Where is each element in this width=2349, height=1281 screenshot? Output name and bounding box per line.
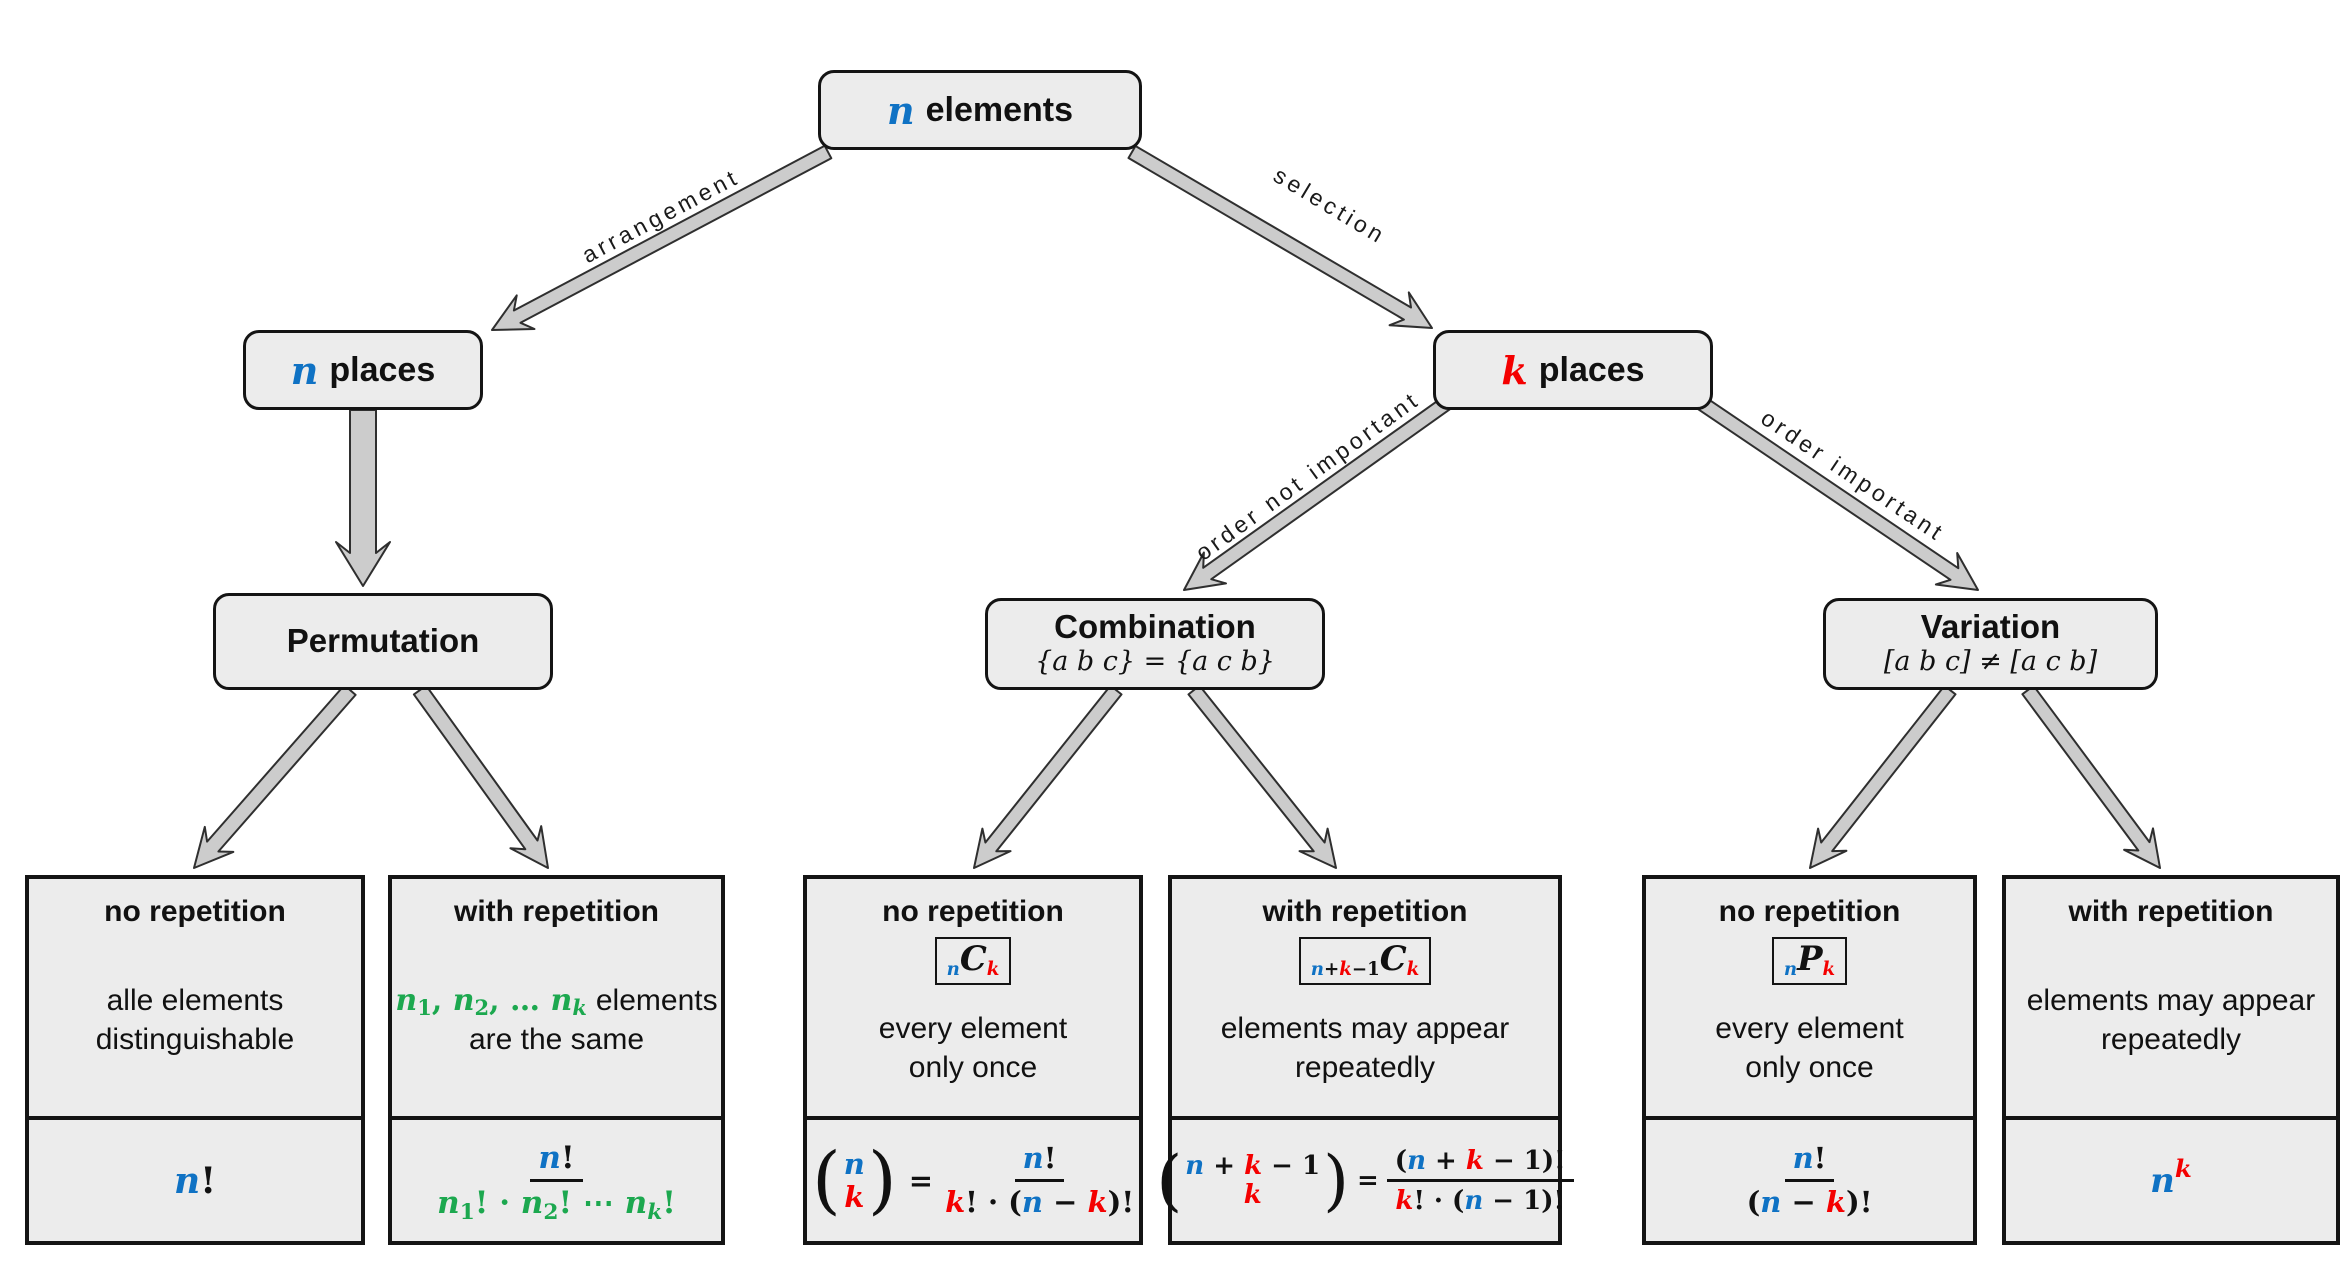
- math-n: n: [174, 1159, 201, 1202]
- math-n: n: [290, 347, 319, 393]
- math-k: k: [1501, 347, 1528, 393]
- leaf-description: every element only once: [878, 1011, 1068, 1084]
- leaf-permutation-no-repetition: no repetition alle elements distinguisha…: [25, 875, 365, 1245]
- edge-selection-arrow: [1127, 145, 1433, 329]
- edge-combination-to-no-rep-arrow: [973, 684, 1123, 869]
- symbol-nPk: nPk: [1771, 937, 1848, 986]
- node-label: places: [329, 350, 436, 389]
- leaf-combination-no-repetition: no repetition nCk every element only onc…: [803, 875, 1143, 1245]
- leaf-title: with repetition: [1262, 895, 1468, 928]
- edge-order-not-important-arrow: [1183, 395, 1454, 591]
- node-subtitle: [a b c] ≠ [a c b]: [1883, 646, 2098, 678]
- symbol-n+k-1Ck: n+k−1Ck: [1298, 937, 1432, 986]
- edge-n-places-to-permutation-arrow: [335, 409, 391, 587]
- symbol-nCk: nCk: [934, 937, 1012, 986]
- edge-variation-to-no-rep-arrow: [1809, 684, 1957, 869]
- node-permutation: Permutation: [213, 593, 553, 690]
- leaf-variation-no-repetition: no repetition nPk every element only onc…: [1642, 875, 1977, 1245]
- leaf-formula: n! n1! · n2! ⋯ nk!: [437, 1140, 676, 1226]
- node-n-elements: n elements: [818, 70, 1142, 150]
- leaf-description: every element only once: [1715, 1011, 1904, 1084]
- node-label: places: [1538, 350, 1645, 389]
- leaf-title: no repetition: [1718, 895, 1901, 928]
- node-variation: Variation [a b c] ≠ [a c b]: [1823, 598, 2158, 690]
- leaf-formula: n! (n − k)!: [1746, 1141, 1873, 1219]
- leaf-description: alle elements distinguishable: [95, 983, 295, 1056]
- leaf-title: no repetition: [882, 895, 1064, 928]
- node-k-places: k places: [1433, 330, 1713, 410]
- leaf-combination-with-repetition: with repetition n+k−1Ck elements may app…: [1156, 875, 1574, 1245]
- math-n: n: [886, 87, 915, 133]
- leaf-formula: n!: [174, 1159, 216, 1202]
- node-subtitle: {a b c} = {a c b}: [1035, 646, 1275, 678]
- node-title: Combination: [1054, 608, 1256, 646]
- leaf-variation-with-repetition: with repetition elements may appear repe…: [2002, 875, 2340, 1245]
- edge-arrangement-arrow: [491, 144, 833, 331]
- leaf-description: elements may appear repeatedly: [2026, 983, 2316, 1056]
- edge-variation-to-with-rep-arrow: [2021, 684, 2161, 869]
- node-n-places: n places: [243, 330, 483, 410]
- node-title: Permutation: [286, 622, 480, 660]
- edge-permutation-to-no-rep-arrow: [193, 684, 357, 869]
- edge-order-important-arrow: [1695, 395, 1979, 591]
- node-combination: Combination {a b c} = {a c b}: [985, 598, 1325, 690]
- node-title: Variation: [1920, 608, 2061, 646]
- edge-combination-to-with-rep-arrow: [1187, 684, 1337, 869]
- edge-permutation-to-with-rep-arrow: [412, 684, 549, 869]
- leaf-title: with repetition: [454, 895, 659, 928]
- leaf-title: no repetition: [104, 895, 286, 928]
- node-label: elements: [925, 90, 1074, 129]
- leaf-description: elements may appear repeatedly: [1220, 1011, 1510, 1084]
- leaf-title: with repetition: [2068, 895, 2274, 928]
